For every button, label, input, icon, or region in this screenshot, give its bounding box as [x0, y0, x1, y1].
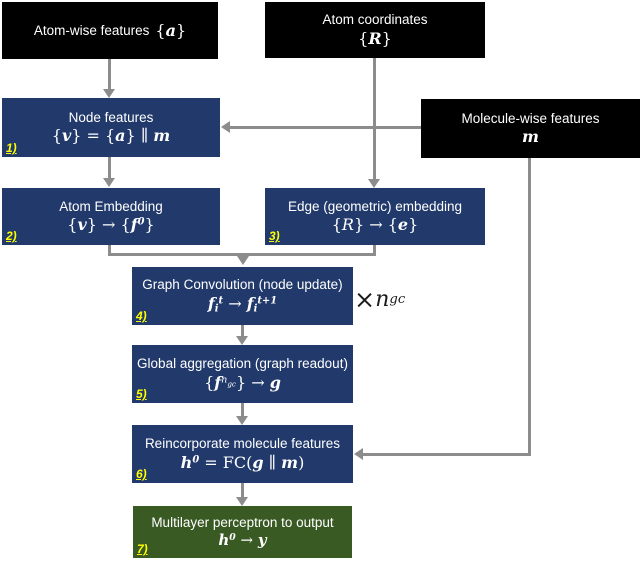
edge-embedding-equation: {R} → {e} — [331, 215, 419, 235]
arrow-graph-convolution-to-global-aggregation — [241, 325, 244, 336]
node-atom-coordinates: Atom coordinates {R} — [265, 2, 485, 58]
node-features-label: Node features — [68, 109, 154, 125]
step-number-2: 2) — [6, 229, 17, 244]
step-number-6: 6) — [136, 467, 147, 482]
mlp-output-label: Multilayer perceptron to output — [151, 514, 334, 530]
step-number-5: 5) — [136, 387, 147, 402]
connector-edge-embedding-drop — [373, 245, 376, 256]
reincorporate-equation: h0 = FC(g ∥ m) — [180, 452, 305, 472]
step-number-7: 7) — [137, 542, 148, 557]
atom-coordinates-symbol: {R} — [358, 28, 392, 48]
node-global-aggregation: Global aggregation (graph readout) {fngc… — [132, 345, 353, 403]
node-edge-embedding: Edge (geometric) embedding {R} → {e} 3) — [265, 188, 485, 245]
node-graph-convolution: Graph Convolution (node update) fit → fi… — [132, 267, 353, 325]
node-molecule-wise-features: Molecule-wise features m — [421, 99, 640, 158]
step-number-1: 1) — [6, 141, 17, 156]
atom-coordinates-label: Atom coordinates — [322, 12, 428, 28]
graph-convolution-label: Graph Convolution (node update) — [142, 277, 343, 293]
arrowhead-down-icon — [237, 256, 249, 265]
connector-merge-horizontal — [108, 253, 376, 256]
arrowhead-down-icon — [236, 336, 248, 345]
node-atom-embedding: Atom Embedding {v} → {f0} 2) — [2, 188, 220, 245]
node-atom-wise-features: Atom-wise features {a} — [2, 2, 218, 59]
arrowhead-down-icon — [236, 497, 248, 506]
arrowhead-down-icon — [236, 416, 248, 425]
node-mlp-output: Multilayer perceptron to output h0 → y 7… — [133, 506, 352, 558]
molecule-features-symbol: m — [522, 127, 539, 147]
arrow-molecule-features-feedback-horizontal — [363, 453, 531, 456]
edge-embedding-label: Edge (geometric) embedding — [287, 198, 463, 214]
arrow-reincorporate-to-mlp — [241, 483, 244, 497]
arrow-molecule-features-to-node-features — [230, 126, 421, 129]
arrow-atom-features-to-node-features — [108, 59, 111, 90]
arrowhead-down-icon — [368, 179, 380, 188]
step-number-3: 3) — [269, 229, 280, 244]
molecule-features-label: Molecule-wise features — [461, 110, 600, 126]
arrowhead-left-icon — [221, 121, 230, 133]
arrow-global-aggregation-to-reincorporate — [241, 403, 244, 416]
node-node-features: Node features {v} = {a} ∥ m 1) — [2, 98, 220, 157]
global-aggregation-equation: {fngc} → g — [204, 372, 281, 392]
arrowhead-down-icon — [103, 178, 115, 187]
arrowhead-left-icon — [354, 448, 363, 460]
connector-atom-embedding-drop — [108, 245, 111, 256]
mlp-output-equation: h0 → y — [218, 531, 267, 550]
arrow-molecule-features-feedback-vertical — [528, 158, 531, 456]
global-aggregation-label: Global aggregation (graph readout) — [137, 356, 348, 372]
step-number-4: 4) — [136, 309, 147, 324]
atom-wise-features-symbol: {a} — [155, 20, 187, 40]
reincorporate-label: Reincorporate molecule features — [144, 436, 341, 452]
atom-wise-features-label: Atom-wise features — [33, 22, 150, 38]
arrow-atom-coordinates-to-edge-embedding — [373, 58, 376, 179]
atom-embedding-label: Atom Embedding — [59, 198, 163, 214]
graph-convolution-equation: fit → fit+1 — [207, 293, 278, 315]
arrow-node-features-to-atom-embedding — [108, 157, 111, 178]
node-reincorporate-molecule-features: Reincorporate molecule features h0 = FC(… — [132, 425, 353, 483]
atom-embedding-equation: {v} → {f0} — [67, 215, 155, 235]
node-features-equation: {v} = {a} ∥ m — [51, 126, 171, 146]
arrowhead-down-icon — [103, 89, 115, 98]
